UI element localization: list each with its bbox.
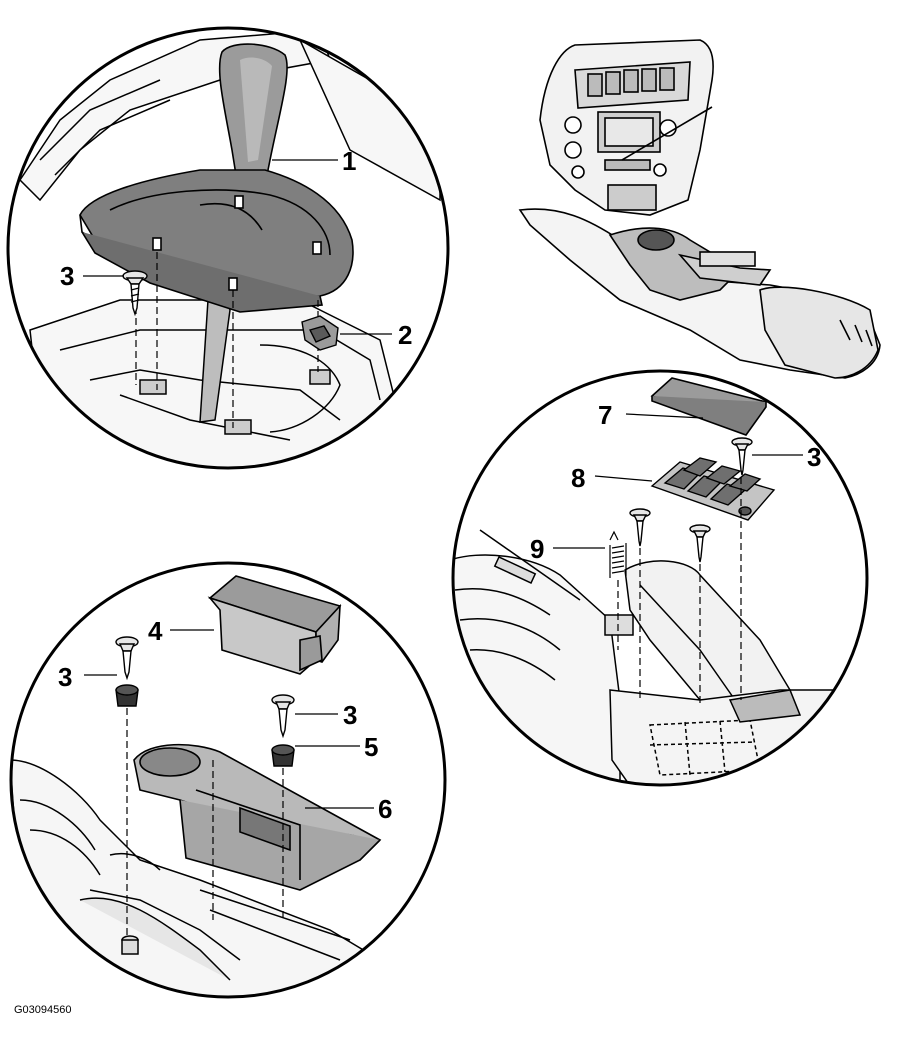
mat-part-icon (650, 377, 768, 436)
detail-circle-armrest (451, 369, 869, 787)
callout-3: 3 (807, 442, 821, 472)
callout-6: 6 (378, 794, 392, 824)
callout-2: 2 (398, 320, 412, 350)
callout-3: 3 (60, 261, 74, 291)
screw-group-armrest (629, 437, 753, 563)
callout-3: 3 (343, 700, 357, 730)
expanding-nut-part-icon (115, 684, 139, 707)
screw-part-icon (689, 524, 711, 563)
callout-9: 9 (530, 534, 544, 564)
screw-part-icon (271, 694, 295, 739)
spring-part-icon (609, 530, 627, 578)
cup-holder-tray-part-icon (133, 743, 382, 891)
cover-plate-part-icon (650, 457, 776, 521)
callout-7: 7 (598, 400, 612, 430)
callout-3: 3 (58, 662, 72, 692)
callout-5: 5 (364, 732, 378, 762)
screw-part-icon (629, 508, 651, 547)
expanding-nut-part-icon (271, 744, 295, 767)
storage-box-part-icon (207, 575, 342, 675)
callout-4: 4 (148, 616, 163, 646)
callout-1: 1 (342, 146, 356, 176)
screw-part-icon (731, 437, 753, 476)
callout-8: 8 (571, 463, 585, 493)
leader-lines (83, 159, 803, 809)
figure-code-label: G03094560 (14, 1004, 72, 1016)
screw-part-icon (115, 636, 139, 681)
console-overview-illustration (518, 39, 881, 379)
callout-numbers: 1 3 2 7 3 8 9 4 3 3 5 6 (58, 146, 821, 824)
detail-circle-shift-boot (6, 26, 450, 470)
clip-part-icon (301, 315, 339, 351)
detail-circle-storage-tray (9, 561, 447, 999)
